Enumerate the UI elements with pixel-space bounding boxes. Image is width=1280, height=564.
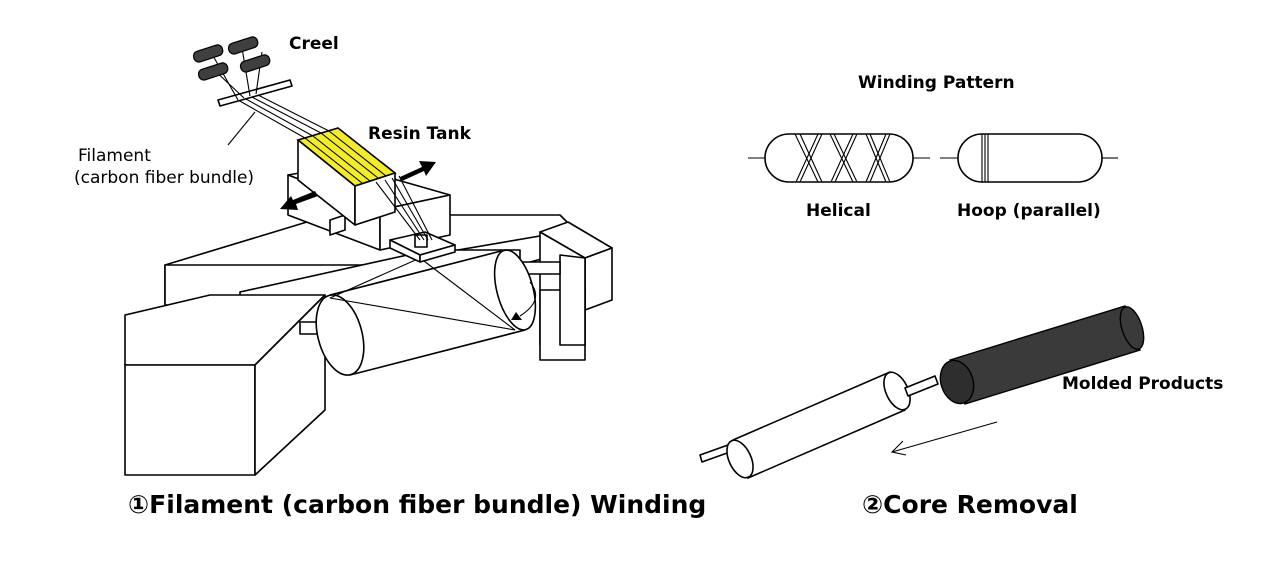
hoop-label: Hoop (parallel) — [957, 201, 1101, 221]
helical-label: Helical — [806, 201, 871, 221]
molded-product — [939, 305, 1145, 405]
resin-tank — [296, 127, 397, 226]
mandrel — [299, 249, 561, 376]
filament-bundle — [227, 93, 433, 241]
winding-pattern-title: Winding Pattern — [858, 73, 1015, 93]
filament-label-line2: (carbon fiber bundle) — [74, 168, 255, 188]
step1-caption: ①Filament (carbon fiber bundle) Winding — [128, 490, 707, 519]
creel — [192, 36, 293, 107]
removal-arrow-icon — [890, 421, 998, 456]
filament-label-line1: Filament — [78, 146, 151, 166]
helical-pattern — [748, 133, 930, 183]
resin-tank-label: Resin Tank — [368, 124, 471, 144]
arrow-right-icon — [400, 161, 436, 181]
step2-caption: ②Core Removal — [862, 490, 1078, 519]
rotation-arrow-icon — [519, 281, 537, 317]
creel-label: Creel — [289, 34, 339, 54]
core-mandrel — [699, 371, 939, 479]
arrow-left-icon — [280, 191, 318, 210]
molded-products-label: Molded Products — [1062, 374, 1224, 394]
hoop-pattern — [940, 133, 1118, 183]
